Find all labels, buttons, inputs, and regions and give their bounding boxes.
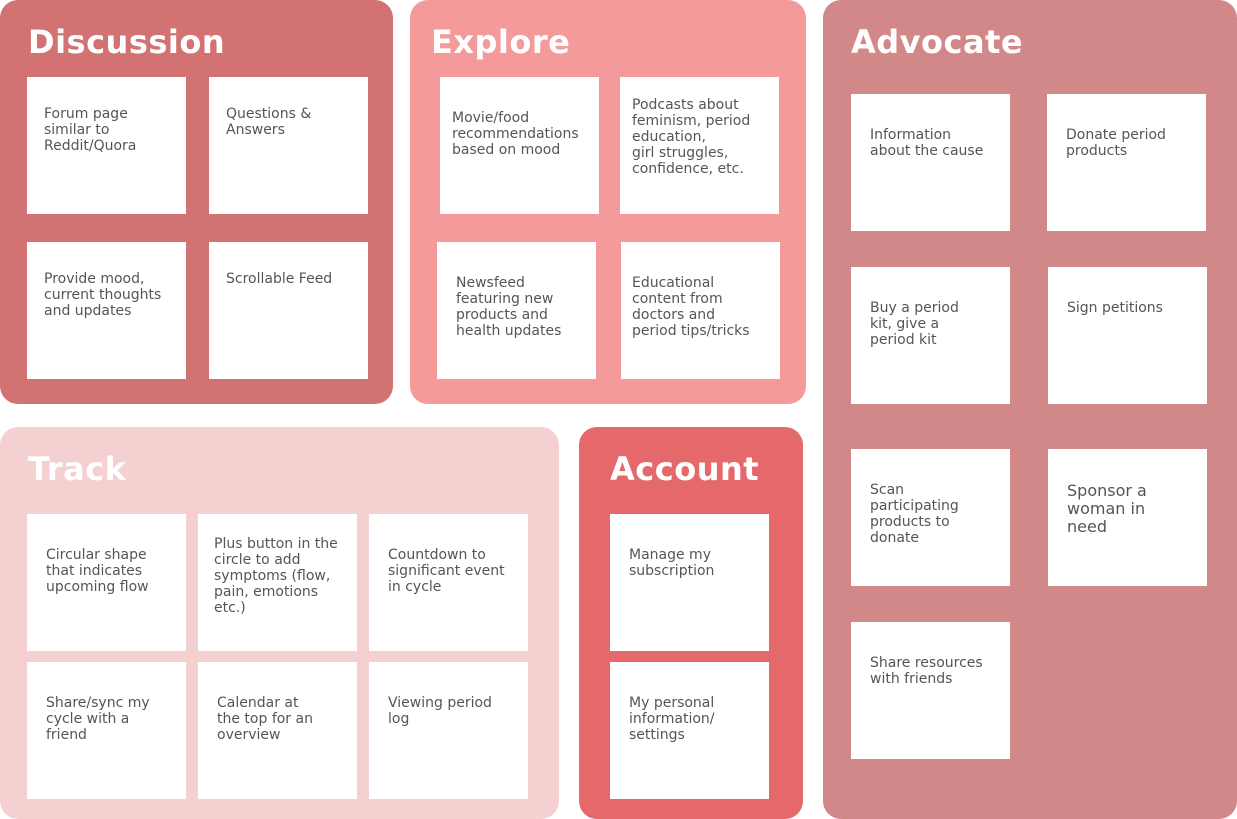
sticky-note[interactable]: Circular shape that indicates upcoming f… [27, 514, 186, 651]
sticky-note[interactable]: Buy a period kit, give a period kit [851, 267, 1010, 404]
group-title-advocate: Advocate [851, 23, 1024, 61]
sticky-note[interactable]: Calendar at the top for an overview [198, 662, 357, 799]
group-advocate: Advocate Information about the cause Don… [823, 0, 1237, 819]
group-title-track: Track [28, 450, 127, 488]
sticky-note[interactable]: Viewing period log [369, 662, 528, 799]
sticky-note[interactable]: Educational content from doctors and per… [621, 242, 780, 379]
sticky-note[interactable]: Scan participating products to donate [851, 449, 1010, 586]
sticky-note[interactable]: Sponsor a woman in need [1048, 449, 1207, 586]
group-discussion: Discussion Forum page similar to Reddit/… [0, 0, 393, 404]
sticky-note[interactable]: Forum page similar to Reddit/Quora [27, 77, 186, 214]
sticky-note[interactable]: Manage my subscription [610, 514, 769, 651]
group-track: Track Circular shape that indicates upco… [0, 427, 559, 819]
sticky-note[interactable]: Scrollable Feed [209, 242, 368, 379]
group-explore: Explore Movie/food recommendations based… [410, 0, 806, 404]
sticky-note[interactable]: Donate period products [1047, 94, 1206, 231]
sticky-note[interactable]: Countdown to significant event in cycle [369, 514, 528, 651]
sticky-note[interactable]: Podcasts about feminism, period educatio… [620, 77, 779, 214]
sticky-note[interactable]: Share/sync my cycle with a friend [27, 662, 186, 799]
sticky-note[interactable]: Sign petitions [1048, 267, 1207, 404]
sticky-note[interactable]: Information about the cause [851, 94, 1010, 231]
sticky-note[interactable]: Questions & Answers [209, 77, 368, 214]
sticky-note[interactable]: Provide mood, current thoughts and updat… [27, 242, 186, 379]
sticky-note[interactable]: Share resources with friends [851, 622, 1010, 759]
sticky-note[interactable]: Movie/food recommendations based on mood [440, 77, 599, 214]
sticky-note[interactable]: Plus button in the circle to add symptom… [198, 514, 357, 651]
group-title-explore: Explore [431, 23, 571, 61]
group-account: Account Manage my subscription My person… [579, 427, 803, 819]
group-title-discussion: Discussion [28, 23, 226, 61]
sticky-note[interactable]: Newsfeed featuring new products and heal… [437, 242, 596, 379]
sticky-note[interactable]: My personal information/ settings [610, 662, 769, 799]
group-title-account: Account [610, 450, 760, 488]
